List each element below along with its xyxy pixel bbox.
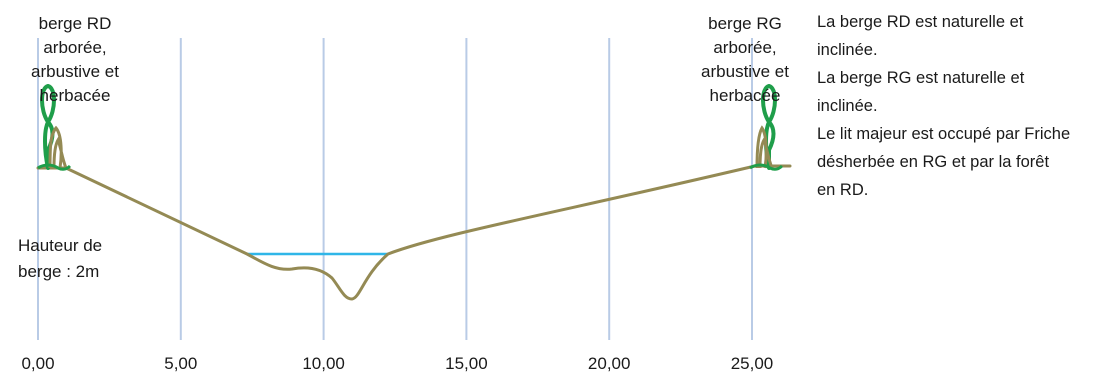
x-tick-label: 25,00 — [731, 354, 774, 373]
left-bank-label-line: herbacée — [39, 86, 111, 105]
x-tick-label: 10,00 — [302, 354, 345, 373]
description-text: La berge RD est naturelle et inclinée. L… — [817, 8, 1112, 204]
right-bank-label-line: arborée, — [713, 38, 777, 57]
left-bank-tree-icon — [40, 84, 68, 170]
grid-lines — [37, 38, 753, 340]
right-bank-label-line: berge RG — [708, 14, 782, 33]
bank-height-label-line: berge : 2m — [18, 262, 100, 281]
left-bank-label-line: arborée, — [43, 38, 107, 57]
right-bank-tree-icon — [749, 84, 784, 171]
bank-height-label: Hauteur de berge : 2m — [18, 233, 102, 285]
bank-height-label-line: Hauteur de — [18, 236, 103, 255]
description-line: La berge RD est naturelle et — [817, 13, 1024, 31]
left-bank-label: berge RD arborée, arbustive et herbacée — [10, 12, 140, 108]
x-axis-ticks: 0,00 5,00 10,00 15,00 20,00 25,00 — [21, 354, 773, 373]
left-bank-label-line: arbustive et — [31, 62, 119, 81]
description-line: désherbée en RG et par la forêt — [817, 153, 1050, 171]
description-line: La berge RG est naturelle et — [817, 69, 1025, 87]
right-bank-label: berge RG arborée, arbustive et herbacée — [675, 12, 815, 108]
description-line: inclinée. — [817, 41, 878, 59]
riverbed-profile-line — [36, 164, 792, 301]
right-bank-label-line: herbacée — [709, 86, 781, 105]
x-tick-label: 20,00 — [588, 354, 631, 373]
left-bank-grass-icon — [37, 163, 72, 171]
description-line: Le lit majeur est occupé par Friche — [817, 125, 1071, 143]
x-tick-label: 15,00 — [445, 354, 488, 373]
x-tick-label: 0,00 — [21, 354, 54, 373]
description-line: en RD. — [817, 181, 869, 199]
x-tick-label: 5,00 — [164, 354, 197, 373]
left-bank-label-line: berge RD — [38, 14, 112, 33]
right-bank-label-line: arbustive et — [701, 62, 789, 81]
description-line: inclinée. — [817, 97, 878, 115]
